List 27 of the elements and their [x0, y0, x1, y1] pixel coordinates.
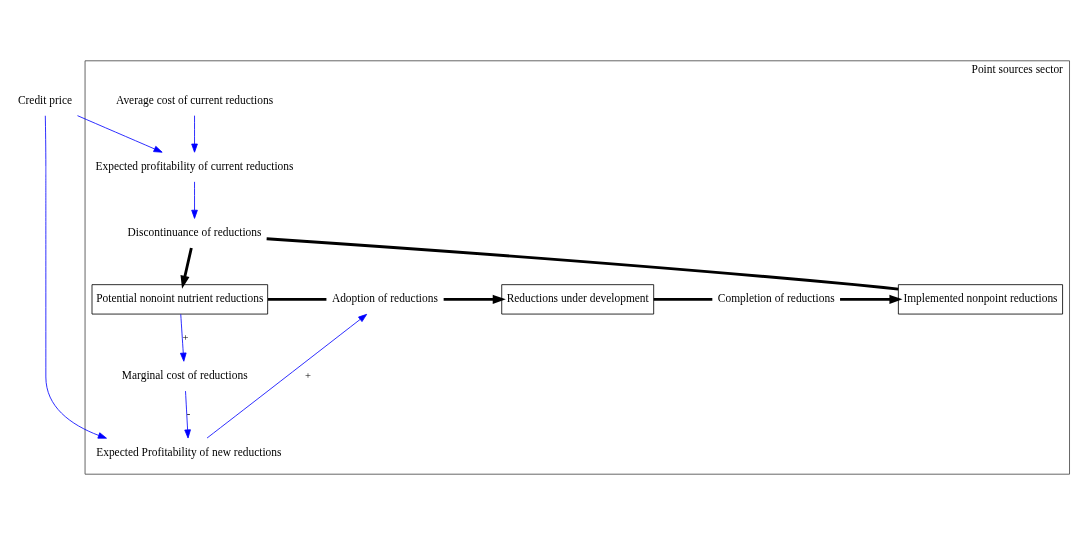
arrow	[180, 247, 193, 289]
node-text: Adoption of reductions	[331, 292, 438, 305]
arrow	[77, 115, 163, 153]
edge-label: +	[182, 331, 189, 343]
arrow	[184, 390, 191, 439]
node-text: Expected profitability of current reductions	[95, 160, 294, 173]
node-text: Marginal cost of reductions	[121, 369, 248, 382]
node-box: Potential nonoint nutrient reductions	[91, 284, 269, 315]
connector	[653, 297, 713, 301]
arrow	[206, 313, 368, 439]
arrow	[840, 294, 903, 304]
arrow	[443, 294, 506, 304]
node-text: Completion of reductions	[717, 292, 835, 305]
node-box: Reductions under development	[501, 284, 655, 315]
connector	[267, 297, 327, 301]
arrow	[191, 181, 198, 219]
arrow	[180, 313, 187, 362]
node-text: Credit price	[17, 93, 73, 106]
arrow	[191, 115, 198, 153]
node-text: Discontinuance of reductions	[127, 226, 262, 239]
arrow	[44, 115, 107, 439]
connector	[266, 237, 899, 291]
edge-label: -	[186, 408, 191, 420]
node-text: Average cost of current reductions	[115, 93, 274, 106]
node-text: Expected Profitability of new reductions	[96, 445, 282, 458]
node-box: Implemented nonpoint reductions	[897, 284, 1063, 315]
edge-label: +	[305, 369, 312, 381]
